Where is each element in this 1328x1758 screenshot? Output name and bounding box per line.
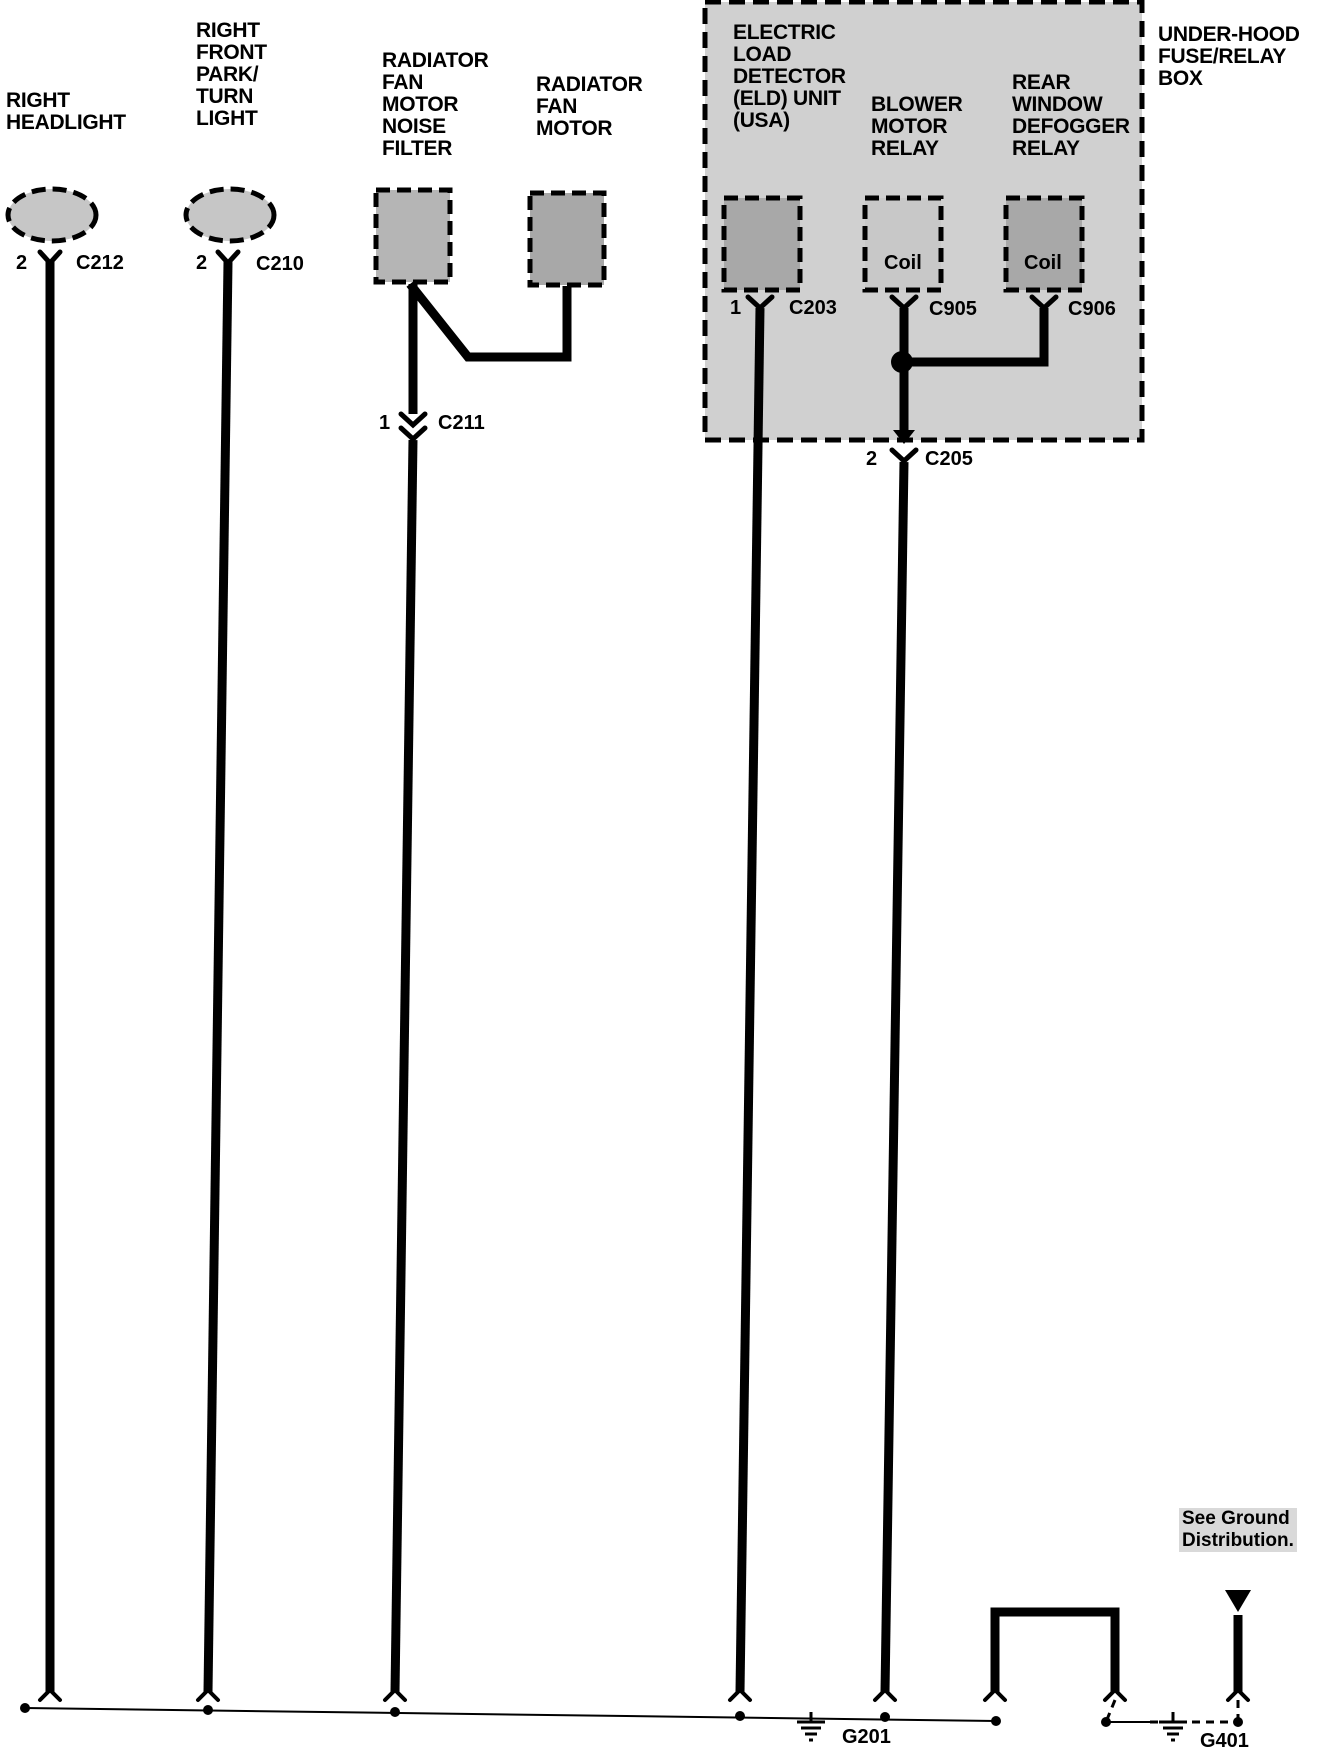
label-c212: C212 (76, 252, 124, 274)
defogger-relay-box (1003, 195, 1085, 293)
label-right-headlight: RIGHT HEADLIGHT (6, 89, 126, 134)
ground-end-eld (728, 1687, 752, 1702)
noise-filter-box (373, 187, 453, 285)
label-defogger-relay: REAR WINDOW DEFOGGER RELAY (1012, 71, 1130, 160)
label-c203: C203 (789, 297, 837, 319)
node-eld (735, 1711, 745, 1721)
wire-filter-to-fan (406, 281, 572, 362)
ground-end-park-turn (196, 1687, 220, 1702)
node-c205 (880, 1712, 890, 1722)
connector-c205 (889, 447, 919, 465)
ground-end-dist (1226, 1687, 1250, 1702)
label-g401: G401 (1200, 1730, 1249, 1752)
label-c205: C205 (925, 448, 973, 470)
connector-c211 (398, 411, 428, 443)
ground-distribution-arrow (1225, 1590, 1251, 1612)
fan-motor-box (527, 190, 607, 288)
ground-end-loop-right (1103, 1687, 1127, 1702)
wire-c205-down (880, 461, 909, 1693)
ground-end-loop-left (983, 1687, 1007, 1702)
wire-defogger-to-splice (904, 308, 1049, 367)
wire-g401-loop (990, 1607, 1120, 1692)
blower-relay-box (862, 195, 944, 293)
ground-symbol-g401 (1159, 1712, 1187, 1742)
node-loop-right (1101, 1717, 1111, 1727)
node-dist (1233, 1717, 1243, 1727)
wire-noise-filter-lower (390, 439, 418, 1693)
eld-unit-box (721, 195, 803, 293)
label-blower-relay: BLOWER MOTOR RELAY (871, 93, 963, 160)
label-g201: G201 (842, 1726, 891, 1748)
wire-park-turn (203, 261, 233, 1693)
pin-c205: 2 (866, 448, 878, 470)
ground-bus-g201 (24, 1707, 997, 1722)
see-ground-distribution-note: See Ground Distribution. (1179, 1508, 1297, 1552)
ground-end-filter (383, 1687, 407, 1702)
label-fan-motor: RADIATOR FAN MOTOR (536, 73, 643, 140)
label-c211: C211 (438, 412, 485, 434)
ground-end-headlight (38, 1687, 62, 1702)
right-headlight-symbol (5, 186, 99, 244)
label-eld-unit: ELECTRIC LOAD DETECTOR (ELD) UNIT (USA) (733, 21, 846, 132)
connector-c212 (37, 249, 63, 267)
pin-c212: 2 (16, 252, 28, 274)
label-fuse-relay-box: UNDER-HOOD FUSE/RELAY BOX (1158, 23, 1300, 90)
park-turn-light-symbol (183, 186, 277, 244)
node-headlight (20, 1703, 30, 1713)
pin-c211: 1 (379, 412, 391, 434)
pin-c210: 2 (196, 252, 208, 274)
label-c210: C210 (256, 253, 304, 275)
splice-blower-defogger (891, 351, 913, 373)
label-c905: C905 (929, 298, 977, 320)
node-loop-left (991, 1716, 1001, 1726)
ground-end-c205 (873, 1687, 897, 1702)
blower-relay-coil-label: Coil (884, 252, 922, 274)
pin-c203: 1 (730, 297, 742, 319)
label-c906: C906 (1068, 298, 1116, 320)
ground-symbol-g201 (797, 1712, 825, 1742)
arrow-c205 (893, 430, 915, 444)
defogger-relay-coil-label: Coil (1024, 252, 1062, 274)
label-right-front-park-turn: RIGHT FRONT PARK/ TURN LIGHT (196, 19, 267, 130)
wire-eld (735, 307, 765, 1693)
connector-c210 (215, 249, 241, 267)
label-noise-filter: RADIATOR FAN MOTOR NOISE FILTER (382, 49, 489, 160)
node-filter (390, 1707, 400, 1717)
node-park-turn (203, 1705, 213, 1715)
